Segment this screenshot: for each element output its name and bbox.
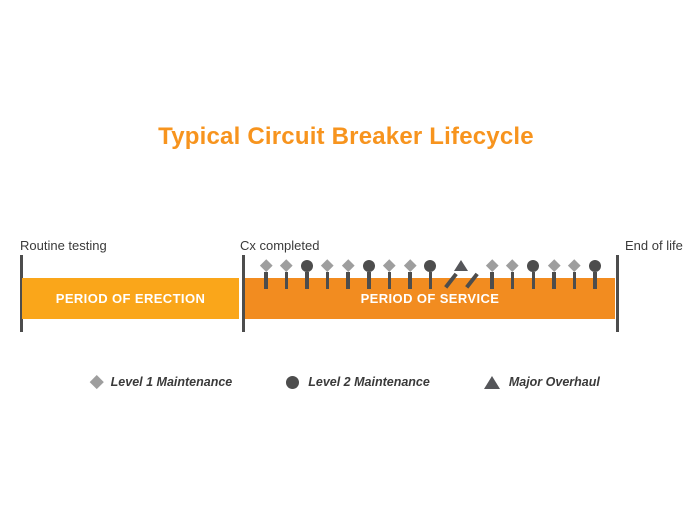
maintenance-tick xyxy=(367,272,371,289)
level1-marker xyxy=(568,259,581,272)
level1-marker xyxy=(342,259,355,272)
maintenance-tick xyxy=(387,272,392,289)
period-label-service: PERIOD OF SERVICE xyxy=(360,291,500,306)
milestone-label-cx-completed: Cx completed xyxy=(240,238,320,253)
maintenance-tick xyxy=(346,272,350,289)
diamond-icon xyxy=(90,375,104,389)
level2-marker xyxy=(301,259,314,272)
maintenance-tick xyxy=(490,272,494,289)
major-overhaul-marker xyxy=(454,259,469,271)
level2-marker xyxy=(588,259,601,272)
level2-marker xyxy=(527,259,540,272)
maintenance-tick xyxy=(572,272,577,289)
diagram-title: Typical Circuit Breaker Lifecycle xyxy=(158,123,534,150)
level1-marker xyxy=(506,259,519,272)
level1-marker xyxy=(403,259,416,272)
milestone-label-end-of-life: End of life xyxy=(625,238,683,253)
level1-marker xyxy=(547,259,560,272)
level1-marker xyxy=(383,259,396,272)
level2-marker xyxy=(424,259,437,272)
period-label-erection: PERIOD OF ERECTION xyxy=(55,291,206,306)
milestone-line-end-of-life xyxy=(616,255,619,332)
maintenance-tick xyxy=(428,272,433,289)
maintenance-tick xyxy=(531,272,536,289)
maintenance-tick xyxy=(264,272,268,289)
legend-label: Major Overhaul xyxy=(508,375,600,389)
level1-marker xyxy=(486,259,499,272)
legend-item-level1: Level 1 Maintenance xyxy=(90,375,233,389)
level1-marker xyxy=(280,259,293,272)
legend-item-overhaul: Major Overhaul xyxy=(483,375,600,389)
maintenance-tick xyxy=(408,272,412,289)
legend-item-level2: Level 2 Maintenance xyxy=(286,375,430,389)
legend-label: Level 2 Maintenance xyxy=(308,375,430,389)
maintenance-tick xyxy=(284,272,289,289)
period-of-erection-bar: PERIOD OF ERECTION xyxy=(22,278,239,319)
circle-icon xyxy=(286,375,300,389)
milestone-line-routine-testing xyxy=(20,255,23,332)
level2-marker xyxy=(362,259,375,272)
triangle-icon xyxy=(483,375,500,389)
maintenance-tick xyxy=(510,272,515,289)
legend: Level 1 Maintenance Level 2 Maintenance … xyxy=(0,372,692,392)
maintenance-tick xyxy=(325,272,330,289)
maintenance-tick xyxy=(593,272,597,289)
milestone-label-routine-testing: Routine testing xyxy=(20,238,107,253)
maintenance-tick xyxy=(552,272,556,289)
level1-marker xyxy=(321,259,334,272)
legend-label: Level 1 Maintenance xyxy=(110,375,233,389)
milestone-line-cx-completed xyxy=(242,255,245,332)
level1-marker xyxy=(259,259,273,272)
maintenance-tick xyxy=(305,272,309,289)
